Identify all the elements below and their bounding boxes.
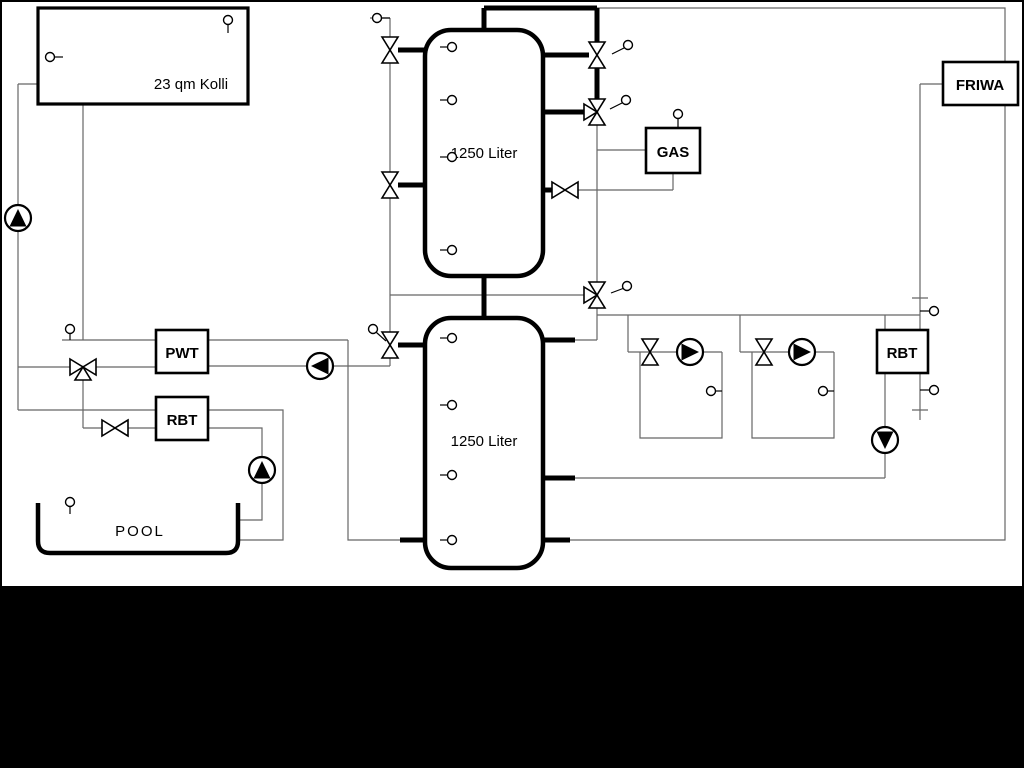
temperature-sensor-icon [440, 41, 458, 53]
temperature-sensor-icon [44, 51, 63, 63]
temperature-sensor-icon [672, 108, 684, 128]
rbt-left-outline [154, 395, 210, 442]
buffer-tank-top: 1250 Liter [422, 27, 546, 279]
temperature-sensor-icon [64, 323, 76, 340]
heating-pump-2-icon [787, 337, 817, 367]
rbt-left-box: RBT [154, 395, 210, 442]
temperature-sensor-icon [371, 12, 390, 24]
valve-icon-boiler-return [551, 180, 579, 200]
three-way-valve-icon-solar [69, 357, 97, 381]
valve-icon-circuit-2 [754, 338, 774, 366]
dhw-pipe [570, 7, 1006, 541]
temperature-sensor-icon [609, 94, 632, 110]
valve-icon-tank1-top-right [587, 41, 607, 69]
valve-icon-pool-exchanger [101, 418, 129, 438]
temperature-sensor-icon [817, 385, 834, 397]
pool-pump-icon [247, 455, 277, 485]
pool-outline [35, 503, 241, 556]
valve-icon-tank1-mid-left [380, 171, 400, 199]
temperature-sensor-icon [440, 94, 458, 106]
temperature-sensor-icon [222, 14, 234, 33]
main-pipe [398, 5, 600, 543]
temperature-sensor-icon [440, 332, 458, 344]
temperature-sensor-icon [440, 399, 458, 411]
gas-label: GAS [657, 144, 690, 161]
pwt-outline [154, 328, 210, 375]
valve-icon-tank1-top-left [380, 36, 400, 64]
pool-label: POOL [115, 523, 165, 540]
temperature-sensor-icon [920, 384, 940, 396]
temperature-sensor-icon [610, 280, 633, 294]
tank-top-label: 1250 Liter [451, 145, 518, 162]
rbt-left-label: RBT [167, 412, 198, 429]
temperature-sensor-icon [64, 496, 76, 514]
buffer-tank-bottom: 1250 Liter [422, 315, 546, 571]
temperature-sensor-icon [440, 151, 458, 163]
friwa-box: FRIWA [941, 60, 1020, 107]
heating-circuit-pipe [575, 314, 920, 479]
solar-collector-box: 23 qm Kolli [36, 6, 250, 106]
temperature-sensor-icon [920, 305, 940, 317]
buffer-charge-pump-icon [305, 351, 335, 381]
temperature-sensor-icon [440, 469, 458, 481]
pwt-box: PWT [154, 328, 210, 375]
rbt-right-label: RBT [887, 345, 918, 362]
three-way-valve-icon-boiler-top [583, 98, 607, 126]
collector-outline [36, 6, 250, 106]
valve-icon-tank2-left [380, 331, 400, 359]
temperature-sensor-icon [367, 323, 387, 342]
temperature-sensor-icon [705, 385, 722, 397]
solar-pump-icon [3, 203, 33, 233]
pool-basin: POOL [35, 503, 241, 556]
temperature-sensor-icon [440, 534, 458, 546]
heating-pump-1-icon [675, 337, 705, 367]
friwa-outline [941, 60, 1020, 107]
piping [17, 5, 1006, 543]
collector-label: 23 qm Kolli [154, 76, 228, 93]
tank-bottom-label: 1250 Liter [451, 433, 518, 450]
temperature-sensor-icon [611, 39, 634, 55]
temperature-sensor-icon [440, 244, 458, 256]
gas-boiler-box: GAS [644, 126, 702, 175]
pwt-label: PWT [165, 345, 198, 362]
friwa-label: FRIWA [956, 77, 1004, 94]
tank-outline [422, 27, 546, 279]
valve-icon-circuit-1 [640, 338, 660, 366]
tank-outline [422, 315, 546, 571]
bottom-black-band [0, 586, 1024, 768]
dhw-pump-icon [870, 425, 900, 455]
three-way-valve-icon-heating [583, 281, 607, 309]
rbt-right-box: RBT [875, 328, 930, 375]
boiler-pipe [575, 125, 674, 341]
rbt-right-outline [875, 328, 930, 375]
gas-outline [644, 126, 702, 175]
